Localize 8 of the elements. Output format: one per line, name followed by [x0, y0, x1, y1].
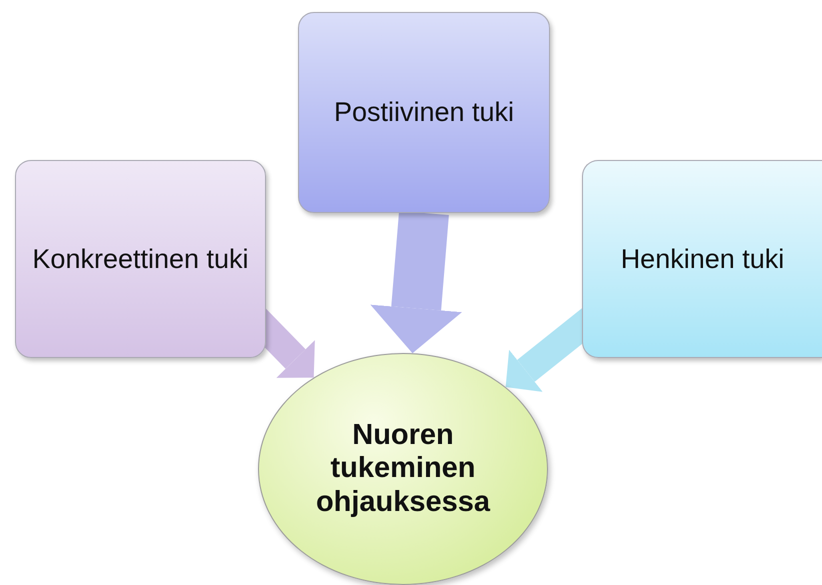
box-label: Henkinen tuki: [620, 242, 786, 276]
support-box: [15, 160, 266, 358]
box-label: Konkreettinen tuki: [31, 242, 250, 276]
center-label: Nuoren tukeminen ohjauksessa: [314, 418, 492, 520]
block-arrow: [370, 211, 462, 354]
support-box: [582, 160, 822, 358]
support-box: [298, 12, 550, 213]
box-label: Postiivinen tuki: [332, 96, 516, 129]
